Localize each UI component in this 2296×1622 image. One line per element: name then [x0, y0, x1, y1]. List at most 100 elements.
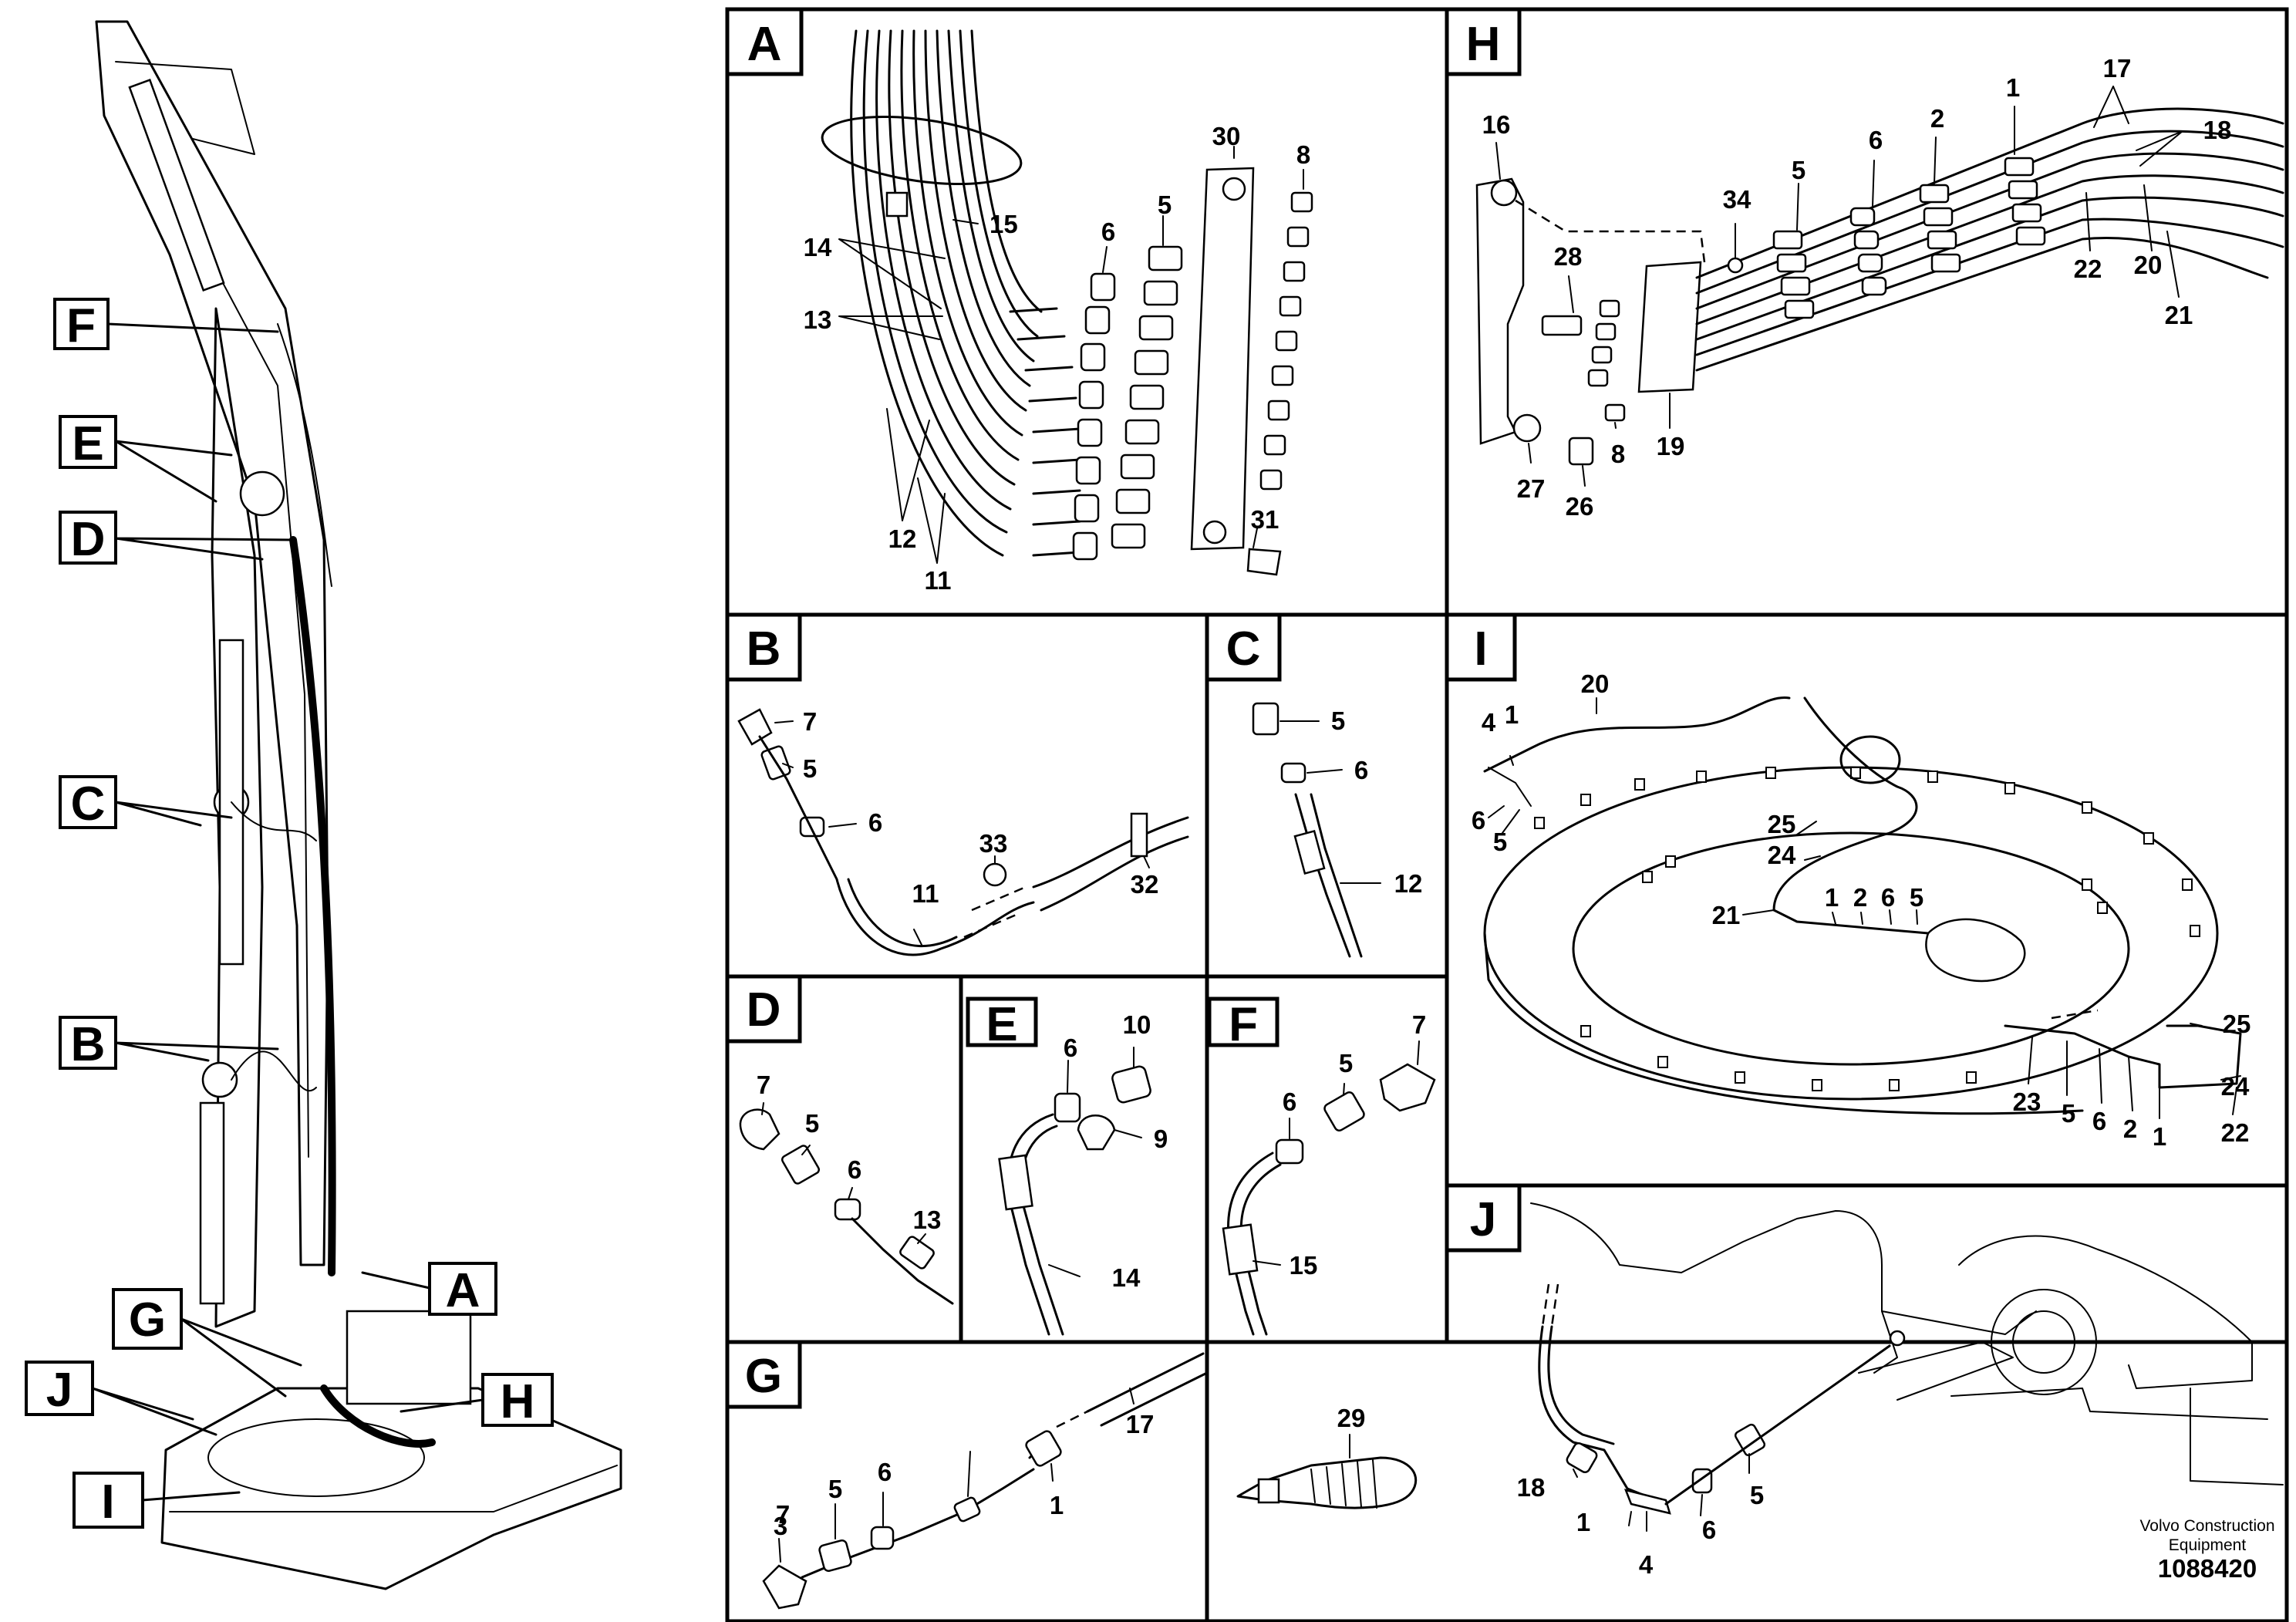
leader-g [180, 1317, 302, 1398]
panel-h-label-6: 6 [1869, 126, 1883, 154]
callout-d-label: D [71, 513, 106, 566]
panel-tie-lock [1257, 1478, 1280, 1504]
panel-c: C 5 6 12 [1205, 612, 1422, 958]
tank-block [346, 1310, 472, 1405]
panel-a-label: A [747, 18, 782, 71]
callout-g[interactable]: G [112, 1288, 183, 1350]
panel-i-label-22: 22 [2221, 1118, 2250, 1147]
callout-e[interactable]: E [59, 415, 117, 470]
callout-c[interactable]: C [59, 775, 117, 831]
panel-h-label-5: 5 [1792, 156, 1805, 184]
panel-b-clamp-32 [1130, 812, 1148, 858]
panel-a-label-11: 11 [925, 566, 952, 595]
callout-i-label: I [101, 1475, 114, 1529]
boom-pin [239, 470, 285, 517]
arm-stick-outline [95, 20, 329, 1266]
hose-b [231, 1050, 317, 1092]
callout-i[interactable]: I [72, 1472, 144, 1529]
panel-i-label-4: 4 [1482, 708, 1496, 737]
panel-i-label-25: 25 [1768, 810, 1796, 838]
panel-d-elbow-7 [739, 1108, 781, 1151]
panel-b-hose-11 [758, 735, 1035, 956]
panel-i-hose-21 [1772, 696, 1930, 935]
leader-e [114, 440, 233, 503]
arm-link [115, 61, 255, 155]
panel-g-hose-17 [1086, 1352, 1209, 1427]
panel-frame [725, 7, 2289, 1622]
panel-a-cable-tie [821, 115, 1023, 186]
panel-i-label-1b: 1 [1825, 883, 1839, 912]
panel-j-union-5 [1734, 1423, 1766, 1457]
frame-rail [169, 1465, 618, 1512]
panel-g: G 3 17 7 5 6 1 [725, 1340, 1209, 1610]
panel-a-nuts [1072, 272, 1116, 561]
panel-e-nut-9 [1077, 1114, 1116, 1151]
panel-i-label-2b: 2 [2123, 1114, 2137, 1143]
panel-a-unions [1111, 245, 1183, 549]
panel-d-label-13: 13 [913, 1206, 942, 1234]
leader-d [114, 537, 295, 561]
panel-a-plugs [1259, 191, 1313, 491]
callout-b[interactable]: B [59, 1016, 117, 1071]
panel-h-bracket-16 [1475, 177, 1525, 445]
panel-a-label-13: 13 [804, 305, 832, 334]
callout-j[interactable]: J [25, 1361, 94, 1417]
panel-i-label-1: 1 [1505, 700, 1519, 729]
panel-g-sleeve-3 [953, 1496, 981, 1523]
panel-g-label-7: 7 [776, 1500, 790, 1529]
callout-e-label: E [72, 417, 103, 470]
panel-h-screw-34 [1727, 257, 1744, 274]
panel-g-nut-6 [870, 1526, 895, 1550]
panel-g-label-6: 6 [878, 1458, 892, 1486]
panel-h-plugs [1587, 299, 1626, 422]
panel-j-tube [1664, 1344, 1891, 1506]
callout-d[interactable]: D [59, 511, 117, 566]
panel-j: J 18 1 4 6 5 [1445, 1183, 2284, 1579]
panel-h-label: H [1466, 18, 1501, 71]
callout-h[interactable]: H [481, 1373, 554, 1428]
panel-i-swivel [1925, 918, 2026, 983]
leader-a [361, 1271, 431, 1290]
panel-h-bolt-26 [1568, 437, 1594, 466]
panel-e-label-6: 6 [1064, 1034, 1077, 1062]
panel-g-elbow-7 [762, 1564, 807, 1610]
callout-f[interactable]: F [53, 298, 110, 352]
panel-i-label-23: 23 [2013, 1088, 2041, 1116]
panel-f-label-6: 6 [1283, 1088, 1296, 1116]
panel-i-label-5c: 5 [2062, 1099, 2075, 1128]
panel-c-union-5 [1252, 702, 1279, 736]
panel-b-nut-6 [799, 816, 825, 838]
slew-ring [207, 1418, 425, 1497]
panel-h-label-22: 22 [2074, 255, 2102, 283]
document-number: 1088420 [2158, 1554, 2257, 1583]
panel-tie-label-29: 29 [1337, 1404, 1366, 1432]
panel-h: H [1445, 7, 2284, 521]
panel-a-label-30: 30 [1212, 122, 1241, 150]
panel-f: F 7 5 6 15 [1207, 996, 1436, 1336]
panel-f-label-5: 5 [1339, 1049, 1353, 1077]
hose-c [231, 801, 317, 841]
panel-j-hose-18a [1538, 1325, 1667, 1506]
panel-i-hose-22 [2004, 1024, 2242, 1089]
callout-b-label: B [71, 1018, 106, 1071]
panel-j-label-5: 5 [1750, 1481, 1764, 1509]
panel-i-label-24b: 24 [2221, 1072, 2250, 1101]
panel-i-label-25b: 25 [2223, 1010, 2251, 1038]
panel-d-union-5 [781, 1145, 821, 1185]
upper-frame [160, 1387, 622, 1590]
panel-h-bracket-19 [1637, 261, 1702, 393]
callout-a[interactable]: A [428, 1262, 497, 1317]
boom-cylinder-2 [199, 1101, 225, 1305]
panel-h-label-27: 27 [1517, 474, 1546, 503]
panel-j-hose-18b [1547, 1325, 1615, 1445]
panel-h-bolt-28 [1541, 315, 1583, 336]
panel-i-ring-outer [1483, 766, 2219, 1101]
leader-h [400, 1398, 484, 1413]
panel-a-tie-lock [885, 191, 909, 218]
panel-a-label-31: 31 [1251, 505, 1279, 534]
panel-tie: 29 [1236, 1404, 1418, 1509]
panel-i-label-2: 2 [1853, 883, 1867, 912]
hose-bundle-low [320, 1384, 436, 1448]
